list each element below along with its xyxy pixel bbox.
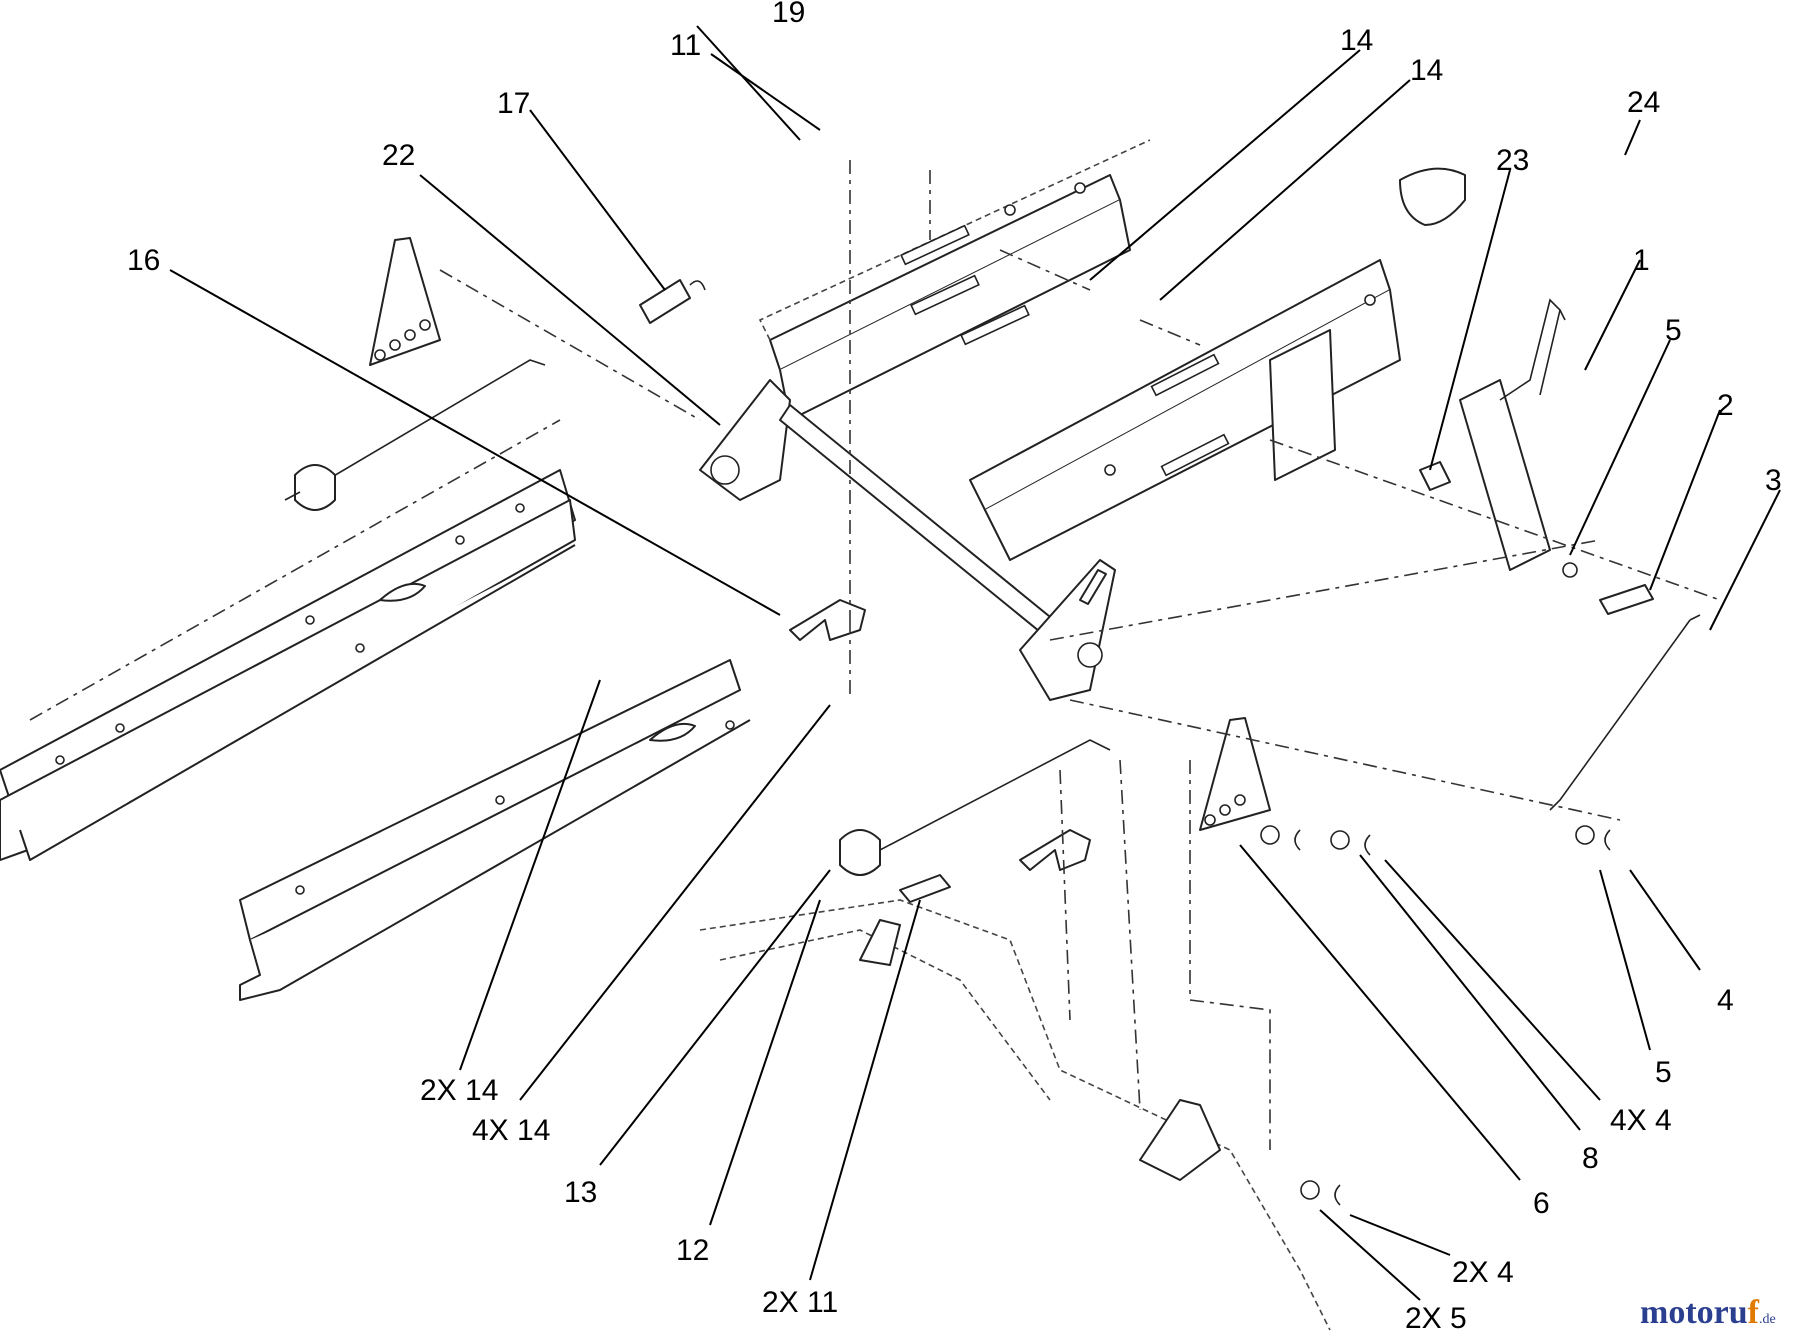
leader-lines (169, 25, 1781, 1301)
callout-4x-4: 4X 4 (1610, 1104, 1672, 1137)
washers-pins (1260, 825, 1611, 1206)
lift-rod-right (1549, 614, 1701, 811)
mount-bracket-upper-left (369, 237, 441, 366)
frame-rail-center (969, 259, 1401, 561)
watermark-tld: .de (1758, 1312, 1776, 1327)
frame-rail-left (0, 419, 576, 861)
adjust-rod-upper (284, 359, 546, 511)
callout-14-a: 14 (1340, 24, 1373, 57)
callout-5-lower: 5 (1655, 1056, 1672, 1089)
lift-shaft-assembly (699, 379, 1116, 701)
lift-lever (1399, 167, 1654, 615)
callout-13: 13 (564, 1176, 597, 1209)
callout-6: 6 (1533, 1187, 1550, 1220)
callout-23: 23 (1496, 144, 1529, 177)
frame-rail-upper (758, 139, 1151, 421)
callout-3: 3 (1765, 464, 1782, 497)
callout-4x-14: 4X 14 (472, 1114, 550, 1147)
spring (639, 279, 706, 324)
callout-22: 22 (382, 139, 415, 172)
watermark-accent: f (1747, 1294, 1759, 1331)
callout-2: 2 (1717, 389, 1734, 422)
callout-11: 11 (670, 29, 701, 62)
frame-rail-right-lower (239, 659, 751, 1001)
callout-5-upper: 5 (1665, 314, 1682, 347)
deck-bracket-lower (699, 899, 1331, 1331)
adjust-rod-lower (839, 739, 1111, 903)
callout-16: 16 (127, 244, 160, 277)
callout-24: 24 (1627, 86, 1660, 119)
callout-2x-14: 2X 14 (420, 1074, 498, 1107)
callout-labels: 19 11 14 14 17 24 22 23 1 5 2 16 3 2X 14… (127, 0, 1782, 1335)
callout-4: 4 (1717, 984, 1734, 1017)
mount-bracket-lower (1199, 717, 1271, 831)
callout-2x-5: 2X 5 (1405, 1302, 1467, 1335)
clamp-lower (1019, 829, 1091, 871)
callout-19: 19 (772, 0, 805, 29)
callout-2x-4: 2X 4 (1452, 1256, 1514, 1289)
callout-17: 17 (497, 87, 530, 120)
callout-1: 1 (1633, 244, 1650, 277)
watermark-logo: motoruf.de (1640, 1294, 1776, 1332)
callout-14-b: 14 (1410, 54, 1443, 87)
clamp-upper (789, 599, 866, 641)
callout-8: 8 (1582, 1142, 1599, 1175)
watermark-main: motoru (1640, 1294, 1748, 1331)
dashed-guides (439, 160, 1721, 1150)
callout-12: 12 (676, 1234, 709, 1267)
callout-2x-11: 2X 11 (762, 1286, 838, 1319)
